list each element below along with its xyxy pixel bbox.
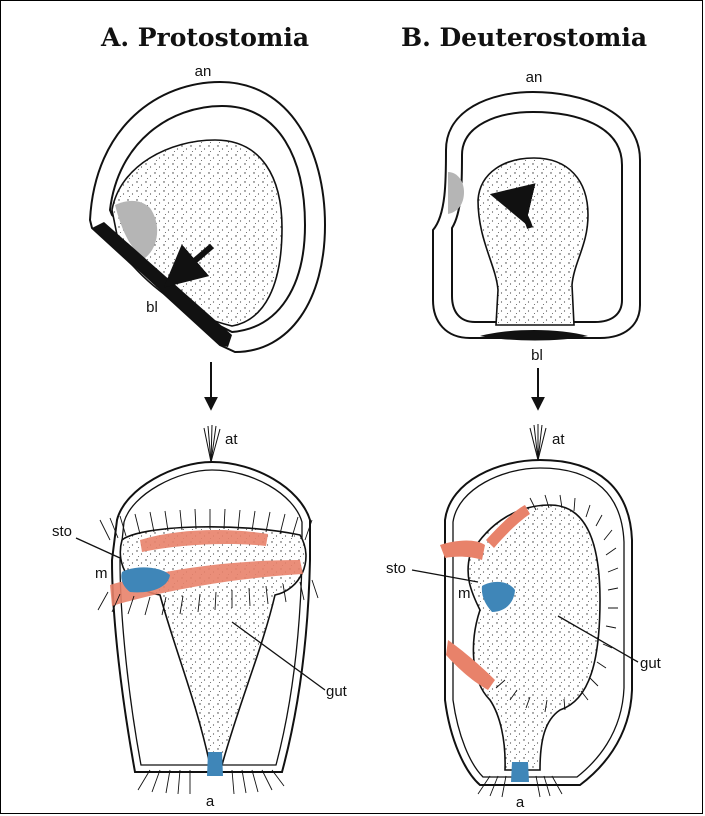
label-gut: gut — [326, 683, 348, 700]
label-a: a — [206, 793, 215, 810]
label-bl: bl — [531, 347, 543, 364]
panel-protostomia: A. Protostomia an bl at — [52, 23, 348, 810]
gastrula-protostomia: an bl — [90, 63, 325, 352]
label-at: at — [225, 431, 238, 448]
anus-region — [207, 752, 223, 776]
label-an: an — [195, 63, 212, 80]
label-at: at — [552, 431, 565, 448]
larva-protostomia: at sto m gut a — [52, 425, 348, 810]
apical-tuft — [530, 424, 546, 460]
label-a: a — [516, 794, 525, 811]
apical-tuft — [204, 425, 220, 462]
panel-a-title: A. Protostomia — [100, 23, 309, 52]
label-sto: sto — [52, 523, 72, 540]
label-m: m — [458, 585, 471, 602]
label-an: an — [526, 69, 543, 86]
gastrula-deuterostomia: an bl — [433, 69, 640, 364]
panel-b-title: B. Deuterostomia — [401, 23, 647, 52]
label-gut: gut — [640, 655, 662, 672]
larva-deuterostomia: at sto m gut a — [386, 424, 662, 811]
label-sto: sto — [386, 560, 406, 577]
panel-deuterostomia: B. Deuterostomia an bl at — [386, 23, 662, 811]
label-bl: bl — [146, 299, 158, 316]
label-m: m — [95, 565, 108, 582]
anus-region — [511, 762, 529, 782]
